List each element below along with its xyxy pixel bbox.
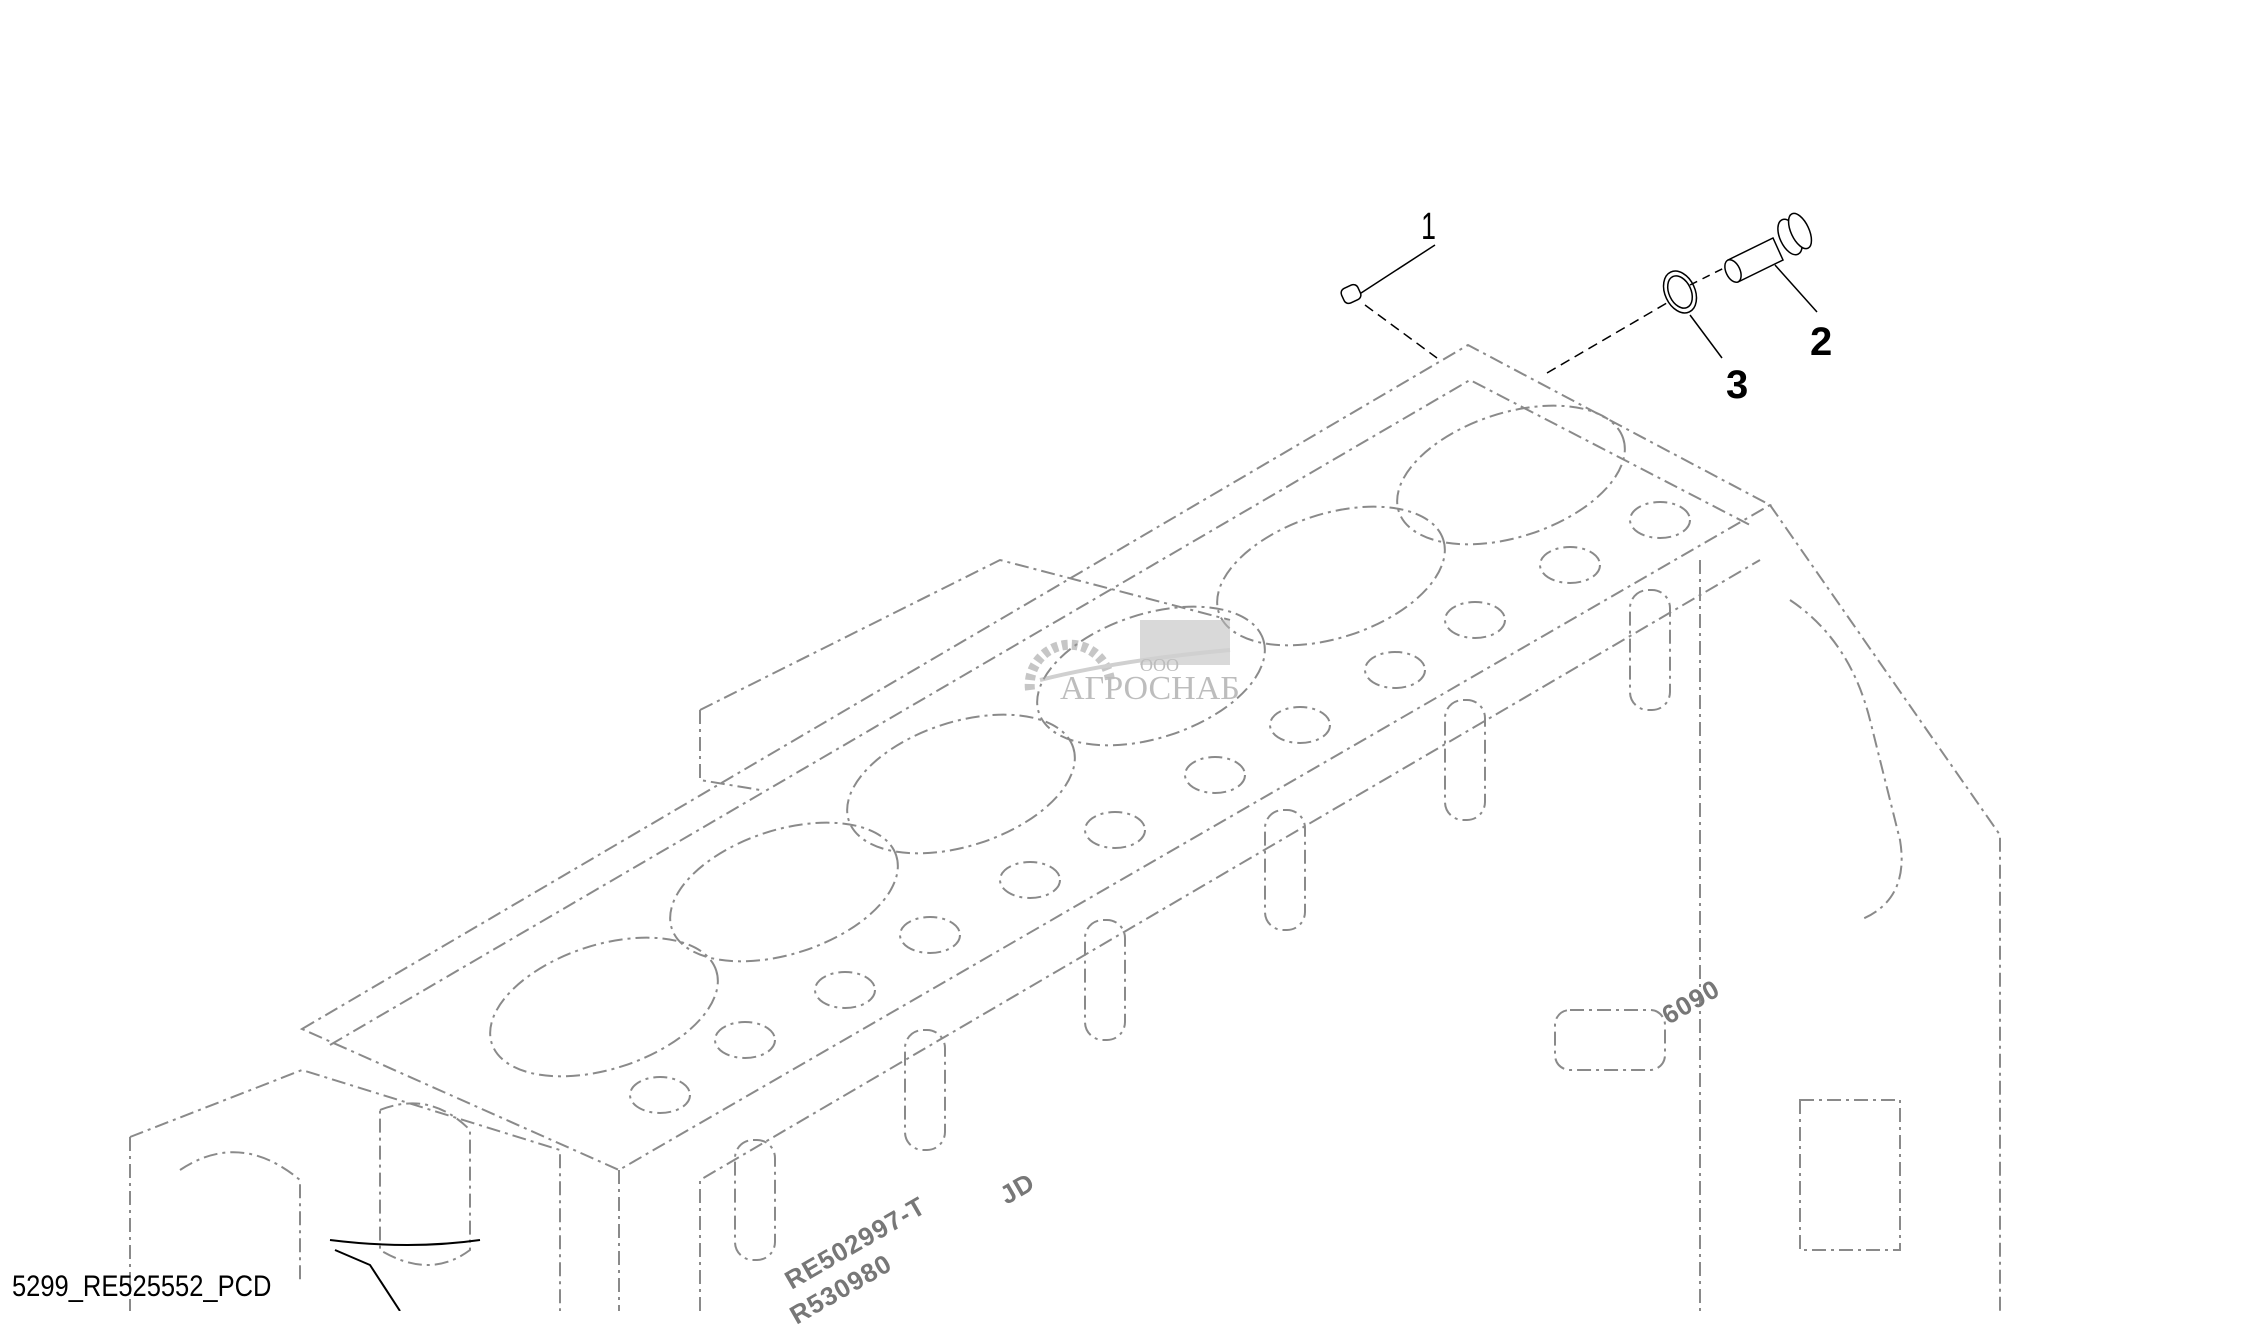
gear-combine-icon [1024, 620, 1231, 691]
callout-3: 3 [1726, 363, 1749, 407]
side-ribs [734, 589, 1671, 1261]
callout-1: 1 [1421, 206, 1436, 248]
part-2-plug [1724, 212, 1813, 284]
cylinder-bores [489, 404, 1626, 1078]
callout-2: 2 [1810, 320, 1833, 364]
watermark-name: АГРОСНАБ [1060, 670, 1240, 707]
block-top-face [299, 343, 1773, 1172]
engine-block [129, 343, 2001, 1311]
agrosnab-watermark-logo: ООО АГРОСНАБ [1010, 610, 1270, 710]
part-3-washer [1662, 270, 1698, 314]
drawing-caption: 5299_RE525552_PCD [12, 1270, 272, 1303]
watermark-prefix: ООО [1140, 655, 1179, 675]
part-1-dowel [1340, 283, 1362, 305]
coolant-ports [629, 501, 1691, 1114]
exploded-parts [329, 212, 1818, 1311]
